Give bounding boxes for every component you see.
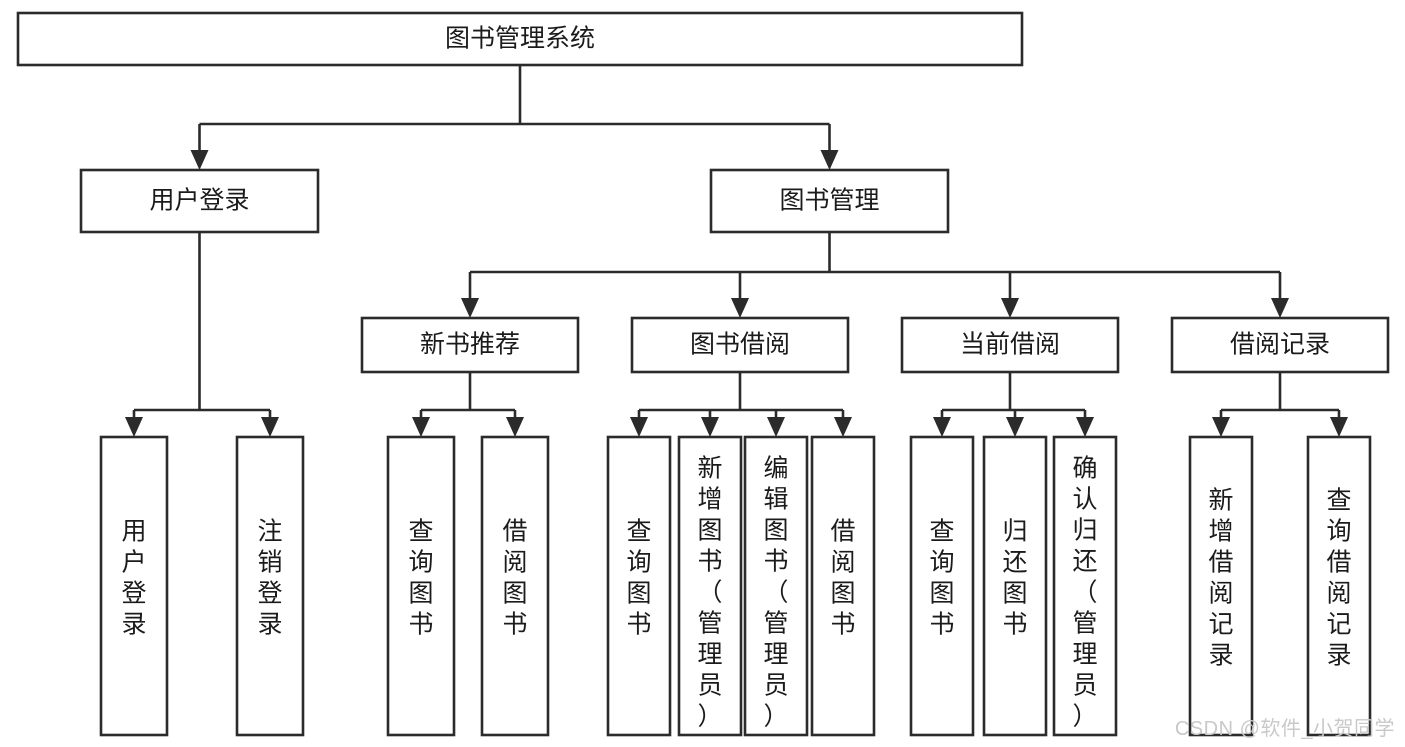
- node-label: 用户登录: [121, 518, 146, 639]
- edges-from-current: [933, 372, 1094, 437]
- edges-from-root: [190, 65, 839, 170]
- node-leaf-newbook-borrow[interactable]: 借阅图书: [480, 435, 550, 737]
- node-box: [743, 435, 809, 737]
- node-leaf-current-query[interactable]: 查询图书: [909, 435, 975, 737]
- node-box: [606, 435, 672, 737]
- arrow-head-icon: [506, 417, 524, 437]
- arrow-head-icon: [767, 417, 785, 437]
- node-box: [79, 168, 320, 234]
- node-box: [235, 435, 305, 737]
- node-current[interactable]: 当前借阅: [900, 316, 1120, 374]
- node-login[interactable]: 用户登录: [79, 168, 320, 234]
- arrow-head-icon: [1330, 417, 1348, 437]
- node-leaf-current-return[interactable]: 归还图书: [982, 435, 1048, 737]
- arrow-head-icon: [1001, 298, 1019, 318]
- node-label: 图书管理系统: [445, 25, 595, 53]
- arrow-head-icon: [461, 298, 479, 318]
- node-box: [386, 435, 456, 737]
- edges-from-newbook: [412, 372, 524, 437]
- node-leaf-borrow-query[interactable]: 查询图书: [606, 435, 672, 737]
- node-label: 确认归还（管理员）: [1072, 455, 1097, 731]
- node-leaf-user-logout[interactable]: 注销登录: [235, 435, 305, 737]
- node-box: [360, 316, 580, 374]
- node-records[interactable]: 借阅记录: [1170, 316, 1390, 374]
- node-label: 注销登录: [257, 518, 282, 639]
- node-box: [1052, 435, 1118, 737]
- node-label: 查询图书: [408, 518, 433, 639]
- node-label: 新增借阅记录: [1208, 487, 1233, 670]
- node-leaf-borrow-edit[interactable]: 编辑图书（管理员）: [743, 435, 809, 737]
- node-label: 图书管理: [779, 187, 879, 215]
- node-box: [982, 435, 1048, 737]
- node-leaf-records-query[interactable]: 查询借阅记录: [1306, 435, 1372, 737]
- node-box: [1170, 316, 1390, 374]
- arrow-head-icon: [630, 417, 648, 437]
- node-box: [480, 435, 550, 737]
- node-box: [810, 435, 876, 737]
- node-label: 新增图书（管理员）: [697, 455, 722, 731]
- csdn-watermark: CSDN @软件_小贺同学: [1174, 718, 1395, 740]
- arrow-head-icon: [834, 417, 852, 437]
- node-label: 借阅图书: [502, 518, 527, 639]
- node-label: 查询借阅记录: [1326, 487, 1351, 670]
- node-label: 借阅记录: [1230, 331, 1330, 359]
- arrow-head-icon: [261, 417, 279, 437]
- edges-from-borrow: [630, 372, 852, 437]
- arrow-head-icon: [1271, 298, 1289, 318]
- node-label: 用户登录: [149, 187, 249, 215]
- node-leaf-current-confirm[interactable]: 确认归还（管理员）: [1052, 435, 1118, 737]
- node-box: [99, 435, 169, 737]
- edges-from-records: [1212, 372, 1348, 437]
- node-box: [16, 11, 1024, 67]
- node-label: 查询图书: [929, 518, 954, 639]
- arrow-head-icon: [820, 150, 839, 170]
- node-box: [900, 316, 1120, 374]
- node-leaf-borrow-lend[interactable]: 借阅图书: [810, 435, 876, 737]
- node-layer: 图书管理系统用户登录图书管理新书推荐图书借阅当前借阅借阅记录用户登录注销登录查询…: [16, 11, 1390, 737]
- node-label: 查询图书: [626, 518, 651, 639]
- arrow-head-icon: [190, 150, 209, 170]
- node-box: [1188, 435, 1254, 737]
- node-box: [709, 168, 950, 234]
- node-box: [1306, 435, 1372, 737]
- connector-layer: [125, 65, 1348, 437]
- arrow-head-icon: [412, 417, 430, 437]
- arrow-head-icon: [1212, 417, 1230, 437]
- arrow-head-icon: [933, 417, 951, 437]
- node-label: 编辑图书（管理员）: [763, 455, 788, 731]
- node-leaf-newbook-query[interactable]: 查询图书: [386, 435, 456, 737]
- arrow-head-icon: [701, 417, 719, 437]
- node-label: 图书借阅: [690, 331, 790, 359]
- node-label: 当前借阅: [960, 331, 1060, 359]
- node-root[interactable]: 图书管理系统: [16, 11, 1024, 67]
- arrow-head-icon: [731, 298, 749, 318]
- node-newbook[interactable]: 新书推荐: [360, 316, 580, 374]
- node-leaf-user-login[interactable]: 用户登录: [99, 435, 169, 737]
- arrow-head-icon: [1006, 417, 1024, 437]
- edges-from-bookmgmt: [461, 232, 1289, 318]
- node-borrow[interactable]: 图书借阅: [630, 316, 850, 374]
- arrow-head-icon: [1076, 417, 1094, 437]
- node-bookmgmt[interactable]: 图书管理: [709, 168, 950, 234]
- arrow-head-icon: [125, 417, 143, 437]
- node-label: 借阅图书: [830, 518, 855, 639]
- node-leaf-records-add[interactable]: 新增借阅记录: [1188, 435, 1254, 737]
- node-box: [909, 435, 975, 737]
- node-label: 归还图书: [1002, 518, 1027, 639]
- node-label: 新书推荐: [420, 331, 520, 359]
- node-leaf-borrow-add[interactable]: 新增图书（管理员）: [677, 435, 743, 737]
- node-box: [677, 435, 743, 737]
- edges-from-login: [125, 232, 279, 437]
- node-box: [630, 316, 850, 374]
